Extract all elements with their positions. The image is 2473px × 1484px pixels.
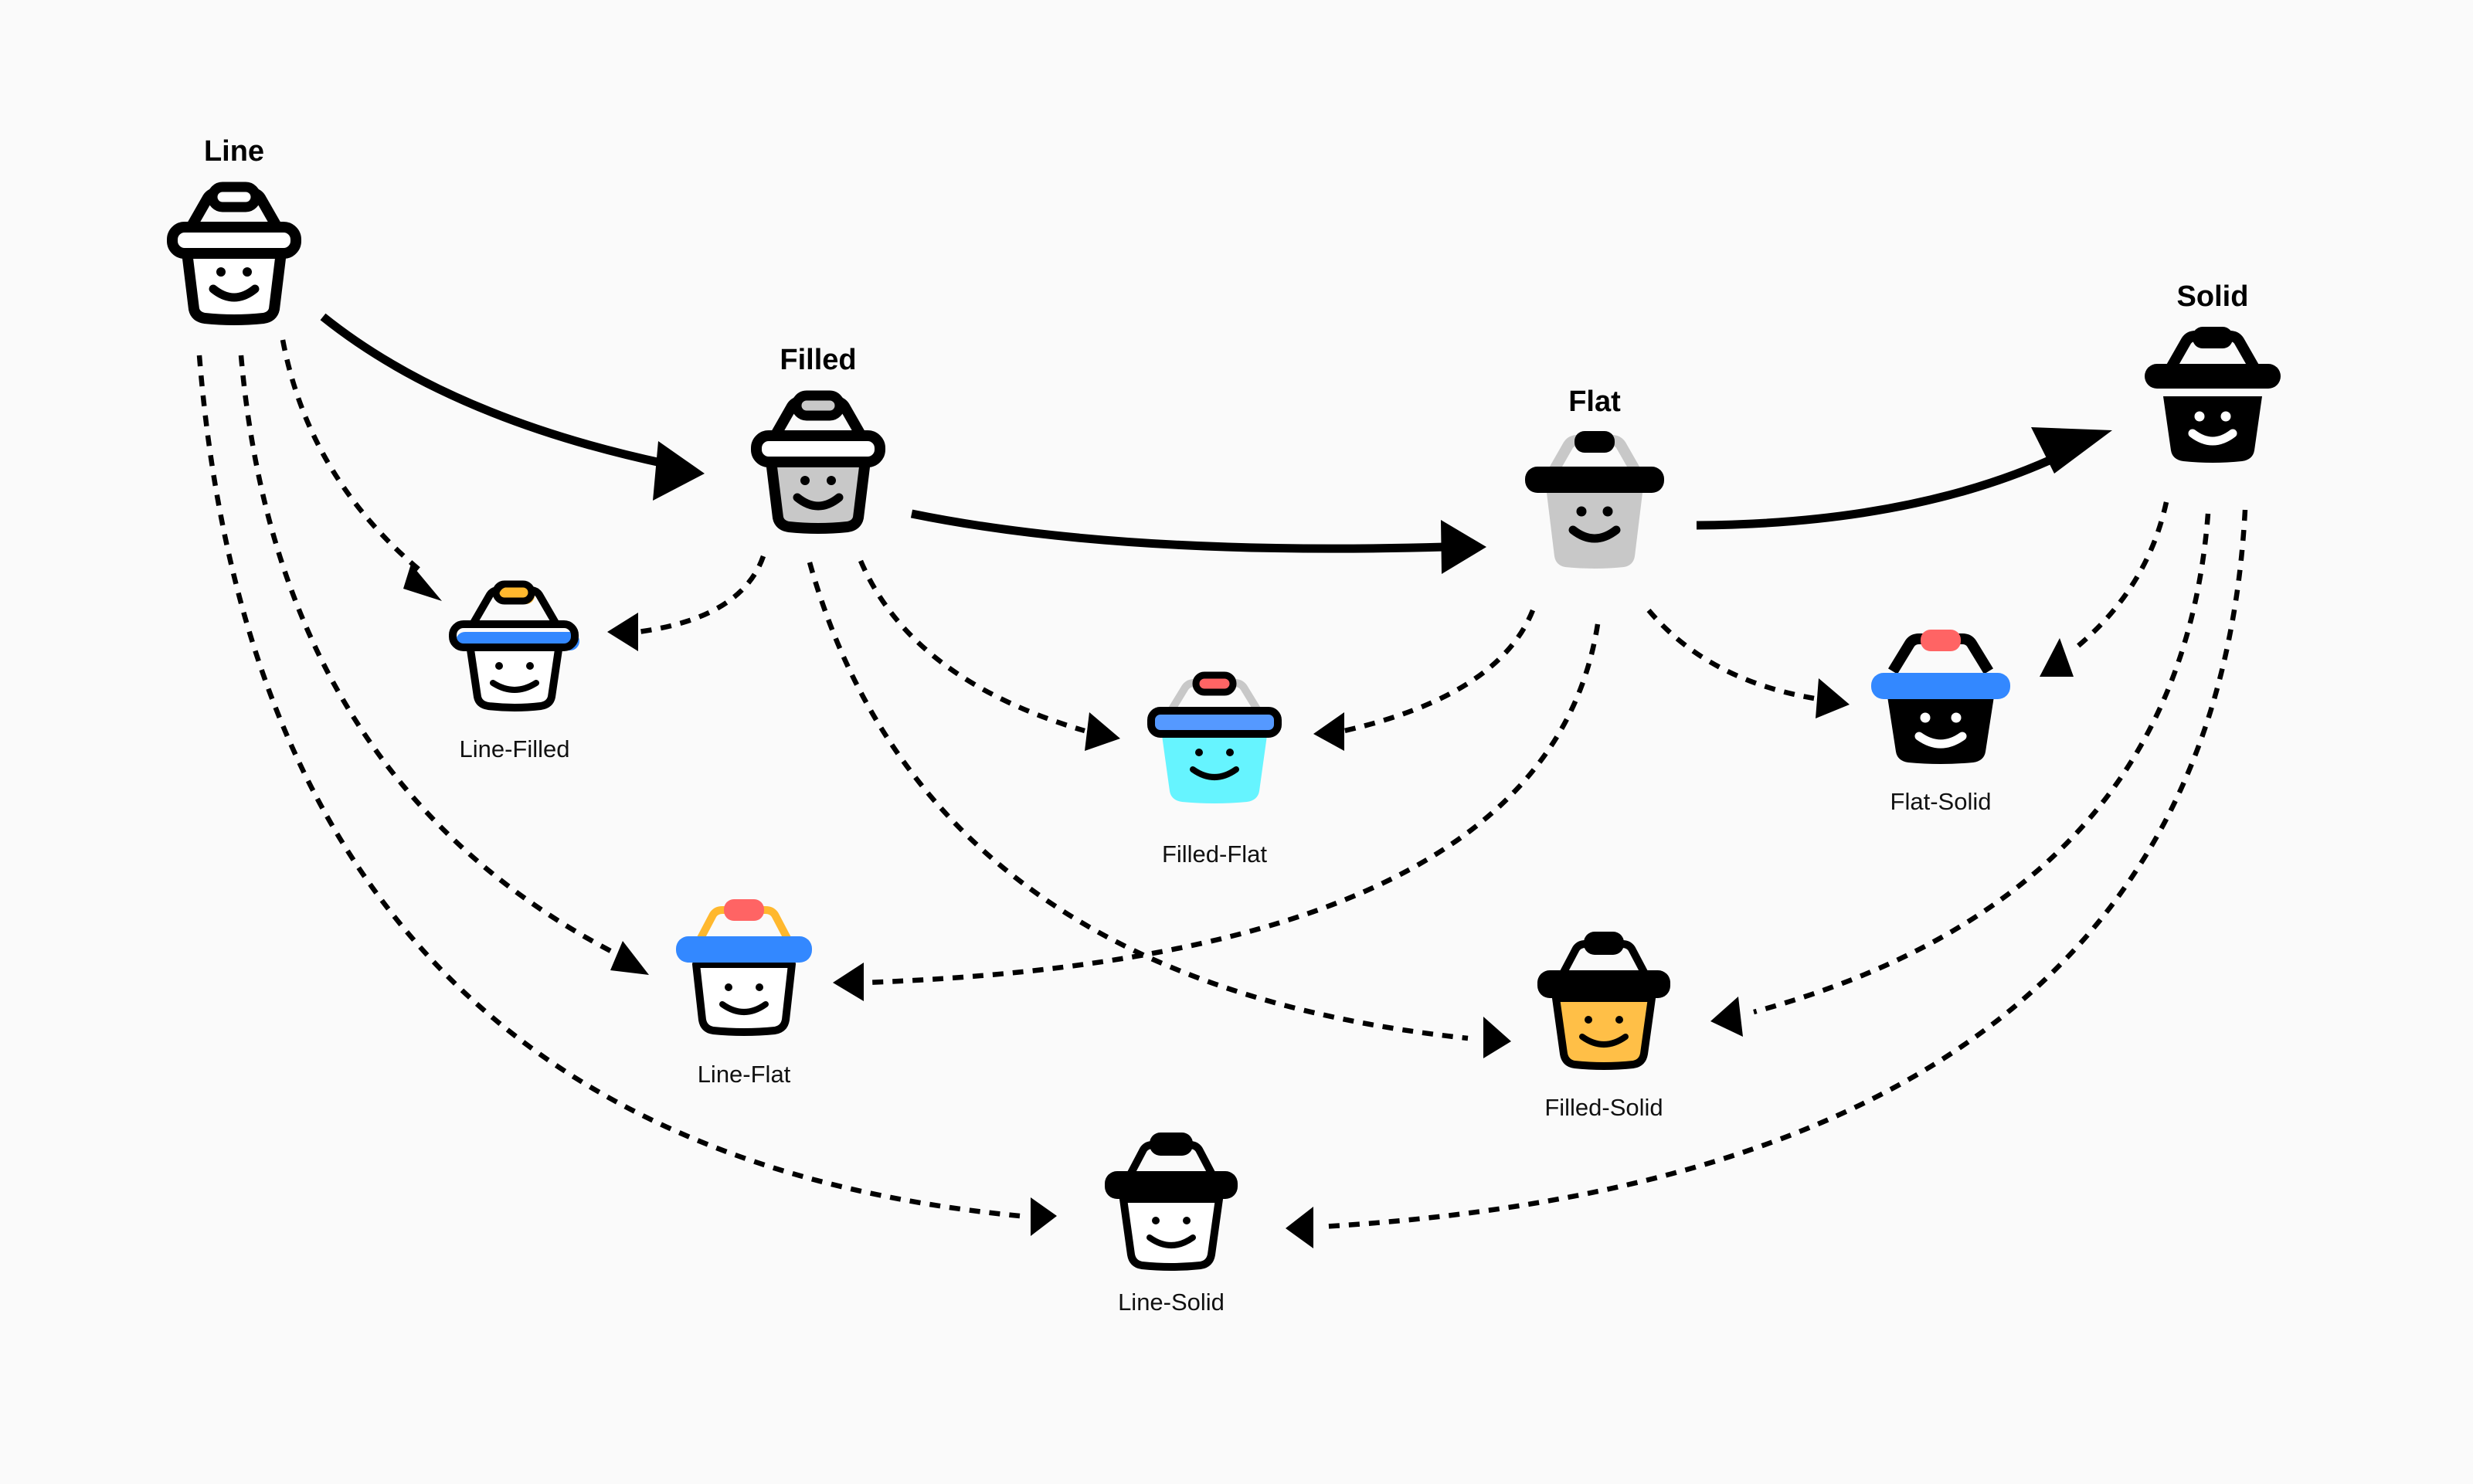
edge-solid-to-line-solid bbox=[1320, 509, 2248, 1230]
edge-filled-to-filled-solid bbox=[807, 562, 1469, 1041]
node-line-flat[interactable]: Line-Flat bbox=[676, 899, 812, 1088]
edge-flat-to-flat-solid bbox=[1646, 608, 1815, 701]
edge-filled-to-line-filled bbox=[637, 555, 766, 635]
arrow-head bbox=[833, 963, 864, 1001]
node-filled-solid[interactable]: Filled-Solid bbox=[1537, 932, 1670, 1121]
edge-flat-to-line-flat bbox=[863, 623, 1601, 986]
arrow-head bbox=[1286, 1207, 1313, 1248]
arrow-head bbox=[1031, 1197, 1057, 1236]
basket-smiley-icon bbox=[676, 899, 812, 1036]
edge-line-to-line-solid bbox=[196, 355, 1021, 1219]
node-label: Solid bbox=[2177, 280, 2249, 313]
node-label: Line-Filled bbox=[459, 735, 569, 762]
arrow-head bbox=[607, 613, 638, 651]
arrow-head bbox=[2031, 427, 2112, 474]
node-line-filled[interactable]: Line-Filled bbox=[449, 580, 579, 762]
edge-line-to-line-flat bbox=[238, 355, 620, 957]
basket-smiley-icon bbox=[1147, 671, 1282, 803]
edge-filled-to-flat bbox=[910, 509, 1445, 553]
node-flat-solid[interactable]: Flat-Solid bbox=[1871, 630, 2010, 815]
node-label: Flat-Solid bbox=[1890, 788, 1992, 815]
arrow-head bbox=[1816, 678, 1850, 718]
node-filled-flat[interactable]: Filled-Flat bbox=[1147, 671, 1282, 868]
edge-solid-to-flat-solid bbox=[2076, 501, 2169, 648]
arrow-head bbox=[403, 564, 442, 601]
node-flat[interactable]: Flat bbox=[1525, 385, 1664, 569]
basket-smiley-icon bbox=[1871, 630, 2010, 764]
arrow-head bbox=[1441, 520, 1486, 574]
basket-smiley-icon bbox=[751, 390, 885, 534]
arrow-head bbox=[2040, 638, 2074, 677]
basket-smiley-icon bbox=[1537, 932, 1670, 1070]
edge-solid-to-filled-solid bbox=[1753, 513, 2211, 1015]
node-label: Filled-Solid bbox=[1544, 1094, 1663, 1121]
node-label: Flat bbox=[1568, 385, 1621, 418]
node-label: Filled-Flat bbox=[1162, 840, 1267, 868]
node-solid[interactable]: Solid bbox=[2145, 280, 2281, 463]
arrow-head bbox=[1313, 712, 1344, 751]
edge-filled-to-filled-flat bbox=[858, 559, 1085, 734]
edge-flat-to-filled-flat bbox=[1344, 609, 1536, 734]
basket-smiley-icon bbox=[167, 182, 301, 325]
edge-line-to-filled bbox=[320, 313, 666, 468]
node-label: Line-Flat bbox=[698, 1061, 791, 1088]
edges bbox=[196, 313, 2248, 1248]
basket-smiley-icon bbox=[1105, 1133, 1238, 1271]
node-label: Line bbox=[204, 135, 264, 168]
edge-flat-to-solid bbox=[1696, 450, 2065, 530]
node-label: Filled bbox=[780, 344, 856, 376]
basket-smiley-icon bbox=[2145, 327, 2281, 463]
arrow-head bbox=[1085, 712, 1120, 751]
node-label: Line-Solid bbox=[1118, 1289, 1225, 1316]
basket-smiley-icon bbox=[1525, 431, 1664, 569]
arrow-head bbox=[610, 941, 649, 975]
basket-smiley-icon bbox=[449, 580, 579, 711]
node-filled[interactable]: Filled bbox=[751, 344, 885, 534]
arrow-head bbox=[1710, 997, 1743, 1037]
node-line-solid[interactable]: Line-Solid bbox=[1105, 1133, 1238, 1316]
arrow-head bbox=[1483, 1017, 1511, 1058]
arrow-head bbox=[653, 441, 705, 501]
node-line[interactable]: Line bbox=[167, 135, 301, 325]
